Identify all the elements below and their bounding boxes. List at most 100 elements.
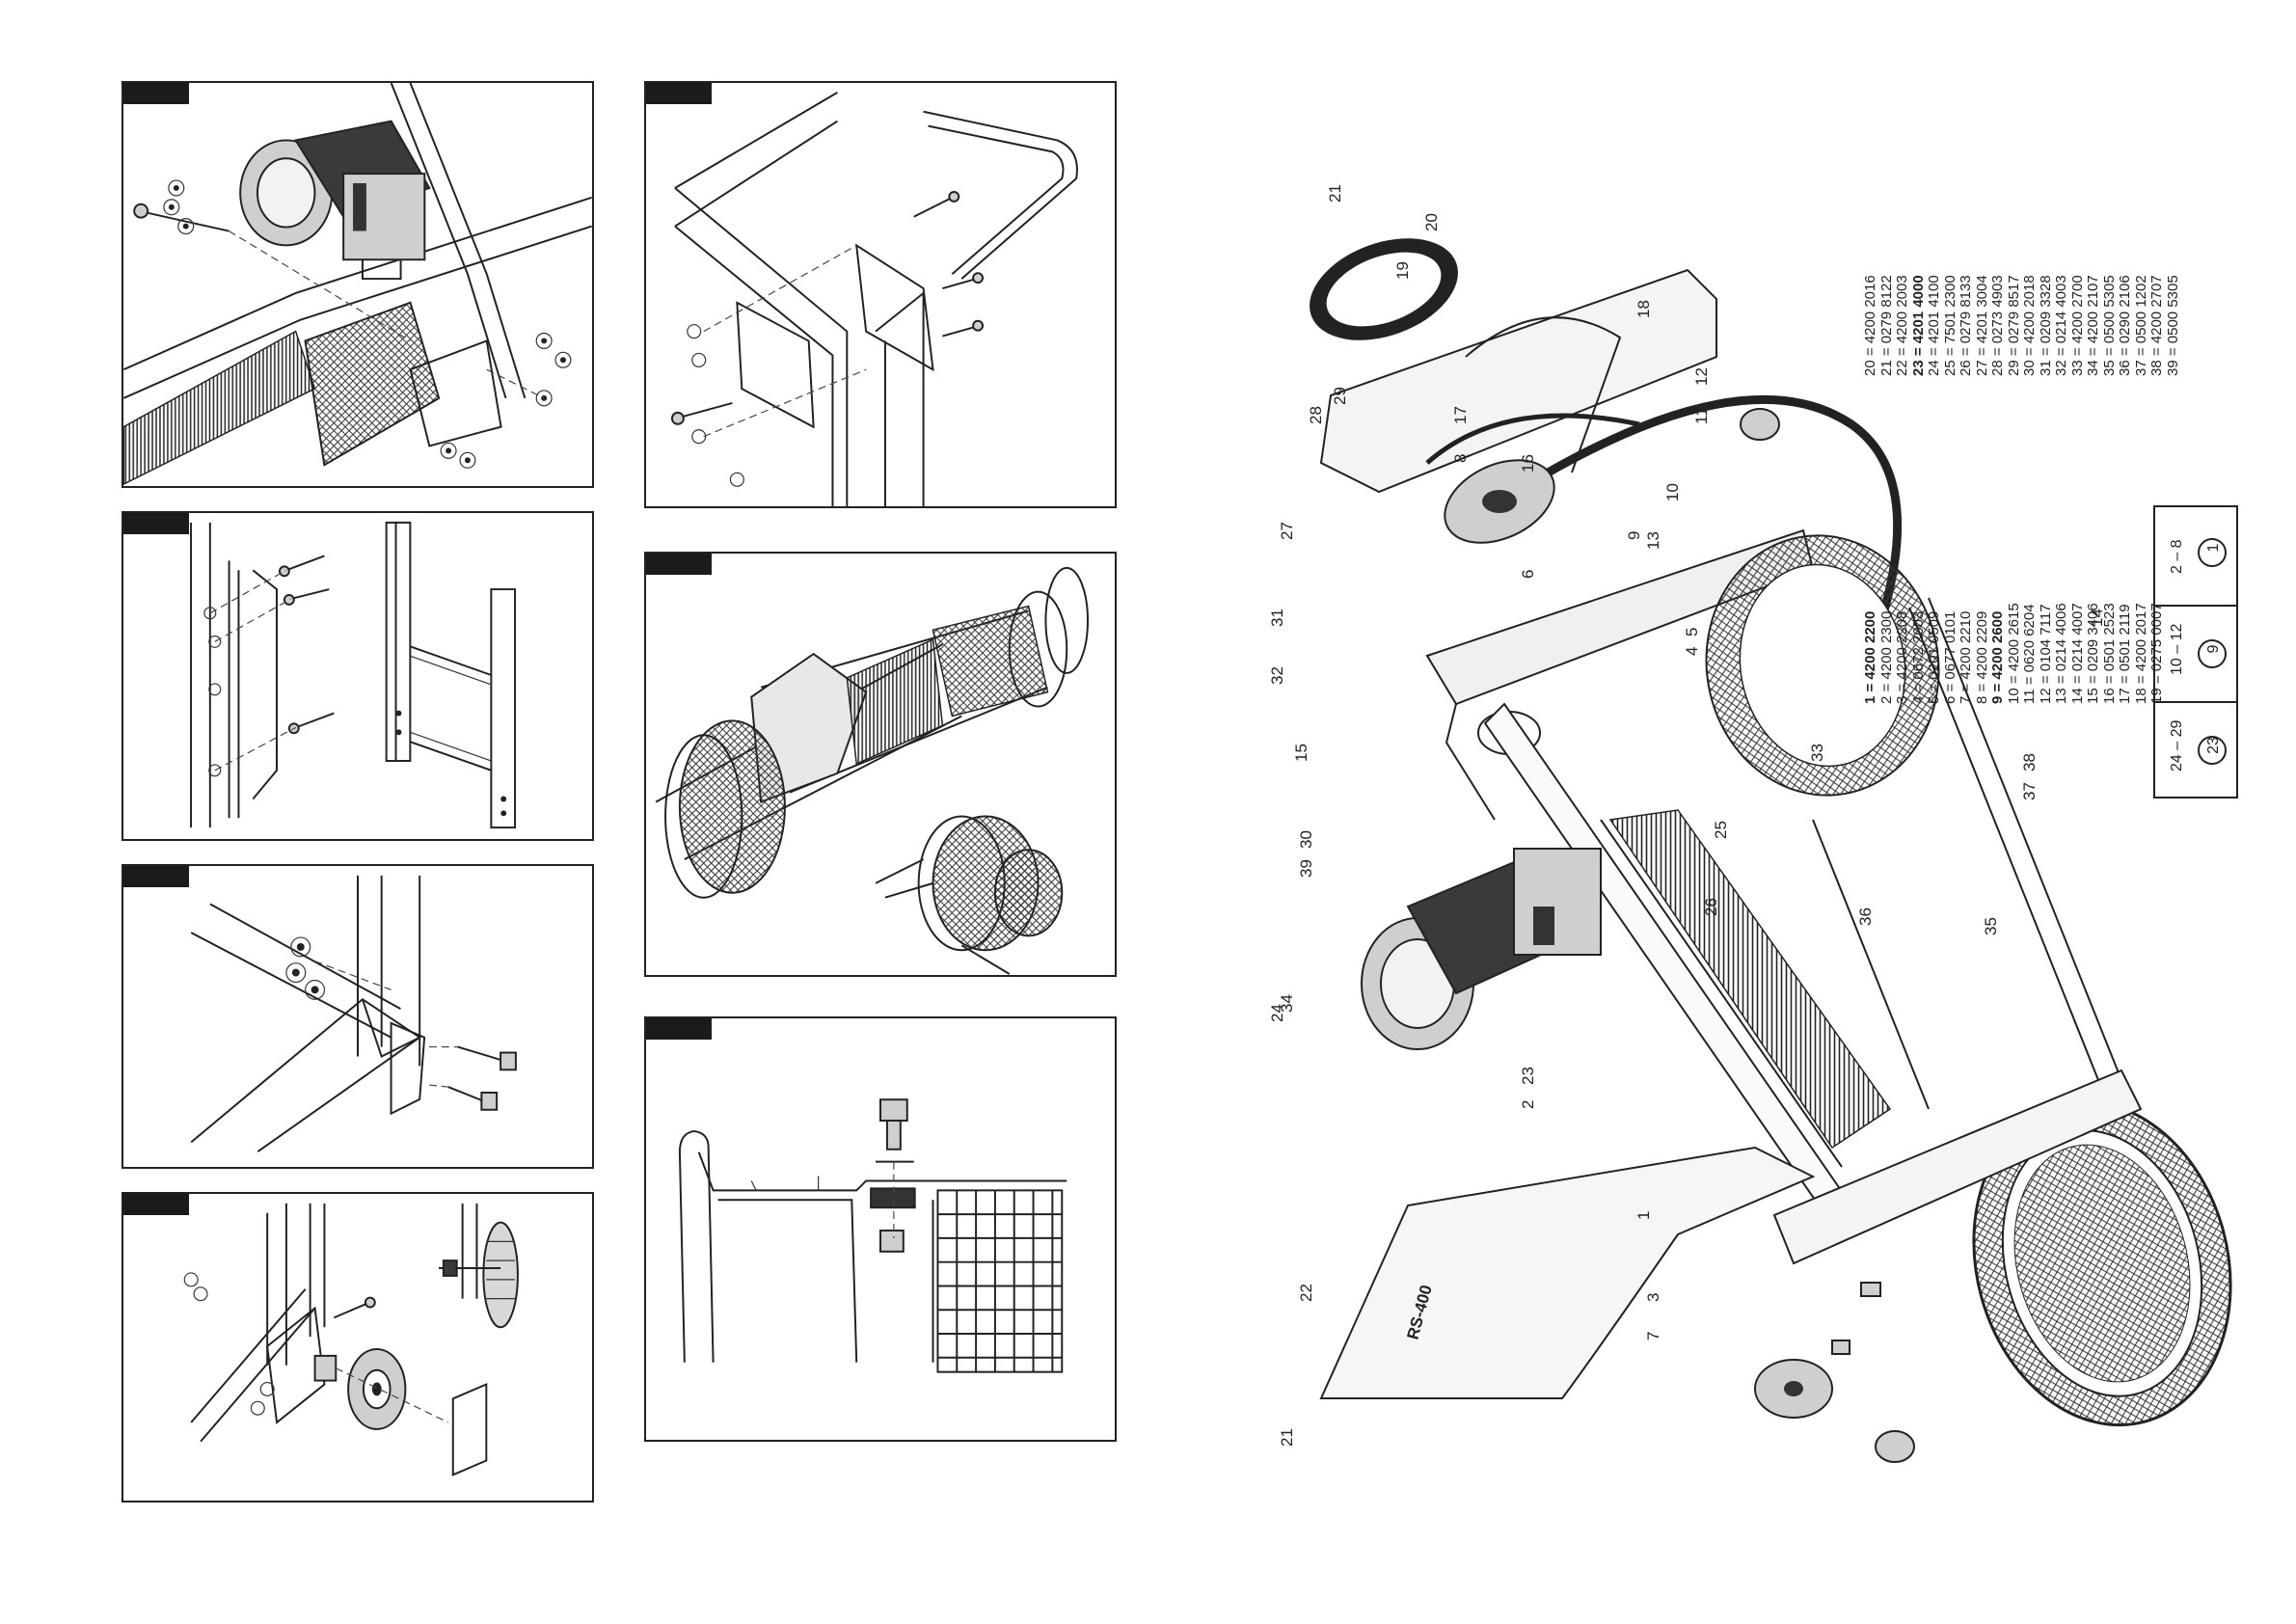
step-tab bbox=[123, 83, 189, 104]
part-entry: 26 = 0279 8133 bbox=[1958, 275, 1974, 376]
callout-number: 23 bbox=[1519, 1067, 1537, 1085]
callout-number: 13 bbox=[1644, 531, 1662, 550]
part-entry: 10 = 4200 2615 bbox=[2005, 603, 2022, 704]
panel-wheel-assembly bbox=[122, 1192, 594, 1502]
callout-number: 5 bbox=[1683, 628, 1701, 636]
part-entry: 33 = 4200 2700 bbox=[2068, 275, 2086, 376]
callout-number: 31 bbox=[1268, 609, 1286, 627]
callout-number: 22 bbox=[1297, 1284, 1315, 1302]
part-entry: 11 = 0620 6204 bbox=[2021, 604, 2038, 704]
part-entry: 37 = 0500 1202 bbox=[2132, 275, 2149, 376]
part-entry: 22 = 4200 2003 bbox=[1894, 275, 1910, 376]
wheel bbox=[347, 1347, 407, 1430]
step-tab bbox=[123, 866, 189, 887]
part-entry: 21 = 0279 8122 bbox=[1877, 275, 1895, 376]
part-entry: 3 = 4200 2208 bbox=[1894, 610, 1910, 704]
part-entry: 1 = 4200 2200 bbox=[1862, 610, 1878, 704]
part-entry: 31 = 0209 3328 bbox=[2037, 275, 2054, 376]
bolt-set bbox=[285, 936, 517, 1111]
callout-number: 20 bbox=[1422, 213, 1441, 231]
part-entry: 35 = 0500 5305 bbox=[2100, 275, 2118, 376]
part-entry: 23 = 4201 4000 bbox=[1909, 275, 1927, 376]
group-id-circle bbox=[2198, 639, 2227, 668]
part-entry: 9 = 4200 2600 bbox=[1989, 610, 2006, 704]
electric-motor bbox=[1361, 848, 1602, 1050]
brush-bar bbox=[1608, 809, 1892, 1150]
callout-number: 35 bbox=[1982, 917, 2000, 935]
part-entry: 34 = 4200 2107 bbox=[2085, 275, 2101, 376]
callout-number: 24 bbox=[1268, 1004, 1286, 1022]
group-id: 9 bbox=[2205, 644, 2222, 653]
panel-drum-screens bbox=[644, 552, 1117, 977]
callout-number: 10 bbox=[1663, 483, 1682, 501]
callout-number: 21 bbox=[1278, 1428, 1296, 1447]
motor-mount-drawing bbox=[123, 83, 592, 486]
callout-number: 36 bbox=[1856, 907, 1875, 926]
part-entry: 12 = 0104 7117 bbox=[2037, 604, 2054, 704]
callout-number: 21 bbox=[1326, 184, 1344, 203]
part-entry: 7 = 4200 2210 bbox=[1958, 610, 1974, 704]
callout-number: 32 bbox=[1268, 666, 1286, 685]
callout-number: 19 bbox=[1393, 261, 1412, 280]
step-tab bbox=[646, 83, 712, 104]
drum-screens-drawing bbox=[655, 566, 1090, 975]
callout-number: 30 bbox=[1297, 830, 1315, 849]
callout-number: 12 bbox=[1692, 367, 1711, 386]
callout-number: 14 bbox=[2088, 609, 2106, 627]
part-entry: 4 = 0672 2003 bbox=[1909, 610, 1927, 704]
part-entry: 30 = 4200 2018 bbox=[2021, 275, 2038, 376]
part-entry: 17 = 0501 2119 bbox=[2117, 604, 2133, 704]
callout-number: 25 bbox=[1712, 821, 1730, 839]
callout-number: 28 bbox=[1307, 406, 1325, 424]
group-id: 1 bbox=[2205, 543, 2222, 552]
callout-number: 4 bbox=[1683, 647, 1701, 656]
part-entry: 2 = 4200 2300 bbox=[1877, 610, 1895, 704]
part-entry: 8 = 4200 2209 bbox=[1973, 610, 1990, 704]
callout-number: 1 bbox=[1634, 1211, 1653, 1220]
callout-number: 39 bbox=[1297, 859, 1315, 878]
bolt-set bbox=[203, 555, 335, 777]
part-entry: 18 = 4200 2017 bbox=[2132, 603, 2149, 704]
screen-clamp-drawing bbox=[678, 1098, 1067, 1373]
step-tab bbox=[123, 513, 189, 534]
part-entry: 20 = 4200 2016 bbox=[1862, 275, 1878, 376]
group-id-circle bbox=[2198, 736, 2227, 765]
part-entry: 15 = 0209 3406 bbox=[2085, 603, 2101, 704]
bolt-set bbox=[183, 1272, 376, 1416]
step-tab bbox=[123, 1194, 189, 1215]
part-entry: 38 = 4200 2707 bbox=[2148, 275, 2165, 376]
callout-number: 18 bbox=[1634, 300, 1653, 318]
bolt-set bbox=[133, 179, 572, 469]
wheel-assembly-drawing bbox=[183, 1203, 519, 1476]
part-entry: 5 = 0201 0509 bbox=[1926, 610, 1942, 704]
group-range: 10 – 12 bbox=[2169, 624, 2185, 675]
frame-legs-drawing bbox=[190, 521, 517, 829]
cross-brace-drawing bbox=[670, 92, 1078, 506]
callout-number: 16 bbox=[1519, 454, 1537, 473]
callout-number: 34 bbox=[1278, 994, 1296, 1013]
screen-mesh bbox=[936, 1189, 1064, 1373]
callout-number: 3 bbox=[1644, 1293, 1662, 1302]
part-entry: 27 = 4201 3004 bbox=[1973, 275, 1990, 376]
callout-number: 7 bbox=[1644, 1332, 1662, 1340]
step-tab bbox=[646, 554, 712, 575]
part-entry: 6 = 0677 0101 bbox=[1941, 610, 1958, 704]
panel-motor-mount bbox=[122, 81, 594, 488]
callout-number: 38 bbox=[2020, 753, 2039, 771]
panel-handle-bracket bbox=[122, 864, 594, 1169]
part-entry: 29 = 0279 8517 bbox=[2005, 275, 2022, 376]
callout-number: 15 bbox=[1292, 744, 1310, 762]
callout-number: 9 bbox=[1625, 531, 1643, 540]
group-id: 23 bbox=[2205, 737, 2222, 754]
part-entry: 36 = 0290 2106 bbox=[2117, 275, 2133, 376]
part-entry: 28 = 0273 4903 bbox=[1989, 275, 2006, 376]
callout-number: 33 bbox=[1808, 744, 1826, 762]
callout-number: 37 bbox=[2020, 782, 2039, 800]
group-range: 2 – 8 bbox=[2169, 539, 2185, 574]
part-entry: 24 = 4201 4100 bbox=[1926, 275, 1942, 376]
brush-strip bbox=[123, 330, 316, 486]
